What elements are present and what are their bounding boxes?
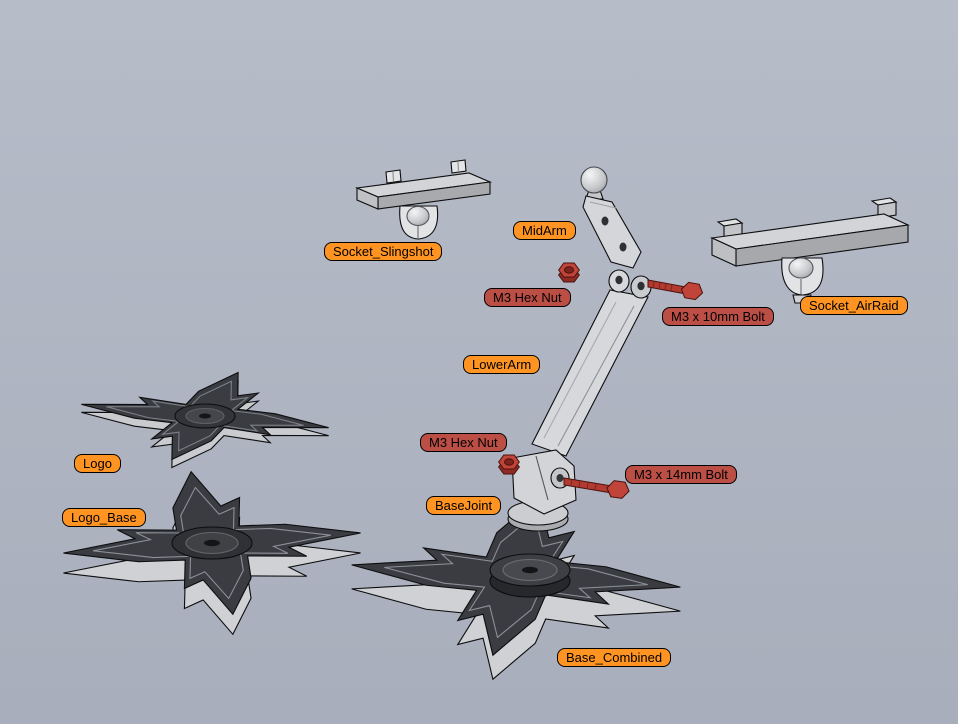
m3-hex-nut-lower-part[interactable] xyxy=(498,454,520,475)
label-m3-10mm-bolt[interactable]: M3 x 10mm Bolt xyxy=(662,307,774,326)
midarm-part[interactable] xyxy=(580,166,642,269)
m3-hex-nut-upper-part[interactable] xyxy=(558,262,580,283)
label-lowerarm[interactable]: LowerArm xyxy=(463,355,541,374)
socket-airraid-part[interactable] xyxy=(710,197,910,304)
logo-base-part[interactable] xyxy=(41,460,383,646)
label-socket-slingshot[interactable]: Socket_Slingshot xyxy=(324,242,443,261)
label-socket-airraid[interactable]: Socket_AirRaid xyxy=(800,296,908,315)
label-base-combined[interactable]: Base_Combined xyxy=(557,648,672,667)
label-logo-base[interactable]: Logo_Base xyxy=(62,508,146,527)
label-midarm[interactable]: MidArm xyxy=(513,221,576,240)
label-m3-hex-nut-lower[interactable]: M3 Hex Nut xyxy=(420,433,507,452)
label-m3-hex-nut-upper[interactable]: M3 Hex Nut xyxy=(484,288,571,307)
label-m3-14mm-bolt[interactable]: M3 x 14mm Bolt xyxy=(625,465,737,484)
m3-10mm-bolt-part[interactable] xyxy=(647,279,706,302)
basejoint-part[interactable] xyxy=(507,449,577,532)
logo-part[interactable] xyxy=(47,360,363,480)
socket-slingshot-part[interactable] xyxy=(354,159,493,240)
m3-14mm-bolt-part[interactable] xyxy=(563,477,632,500)
label-logo[interactable]: Logo xyxy=(74,454,121,473)
label-basejoint[interactable]: BaseJoint xyxy=(426,496,502,515)
base-combined-part[interactable] xyxy=(327,484,705,692)
